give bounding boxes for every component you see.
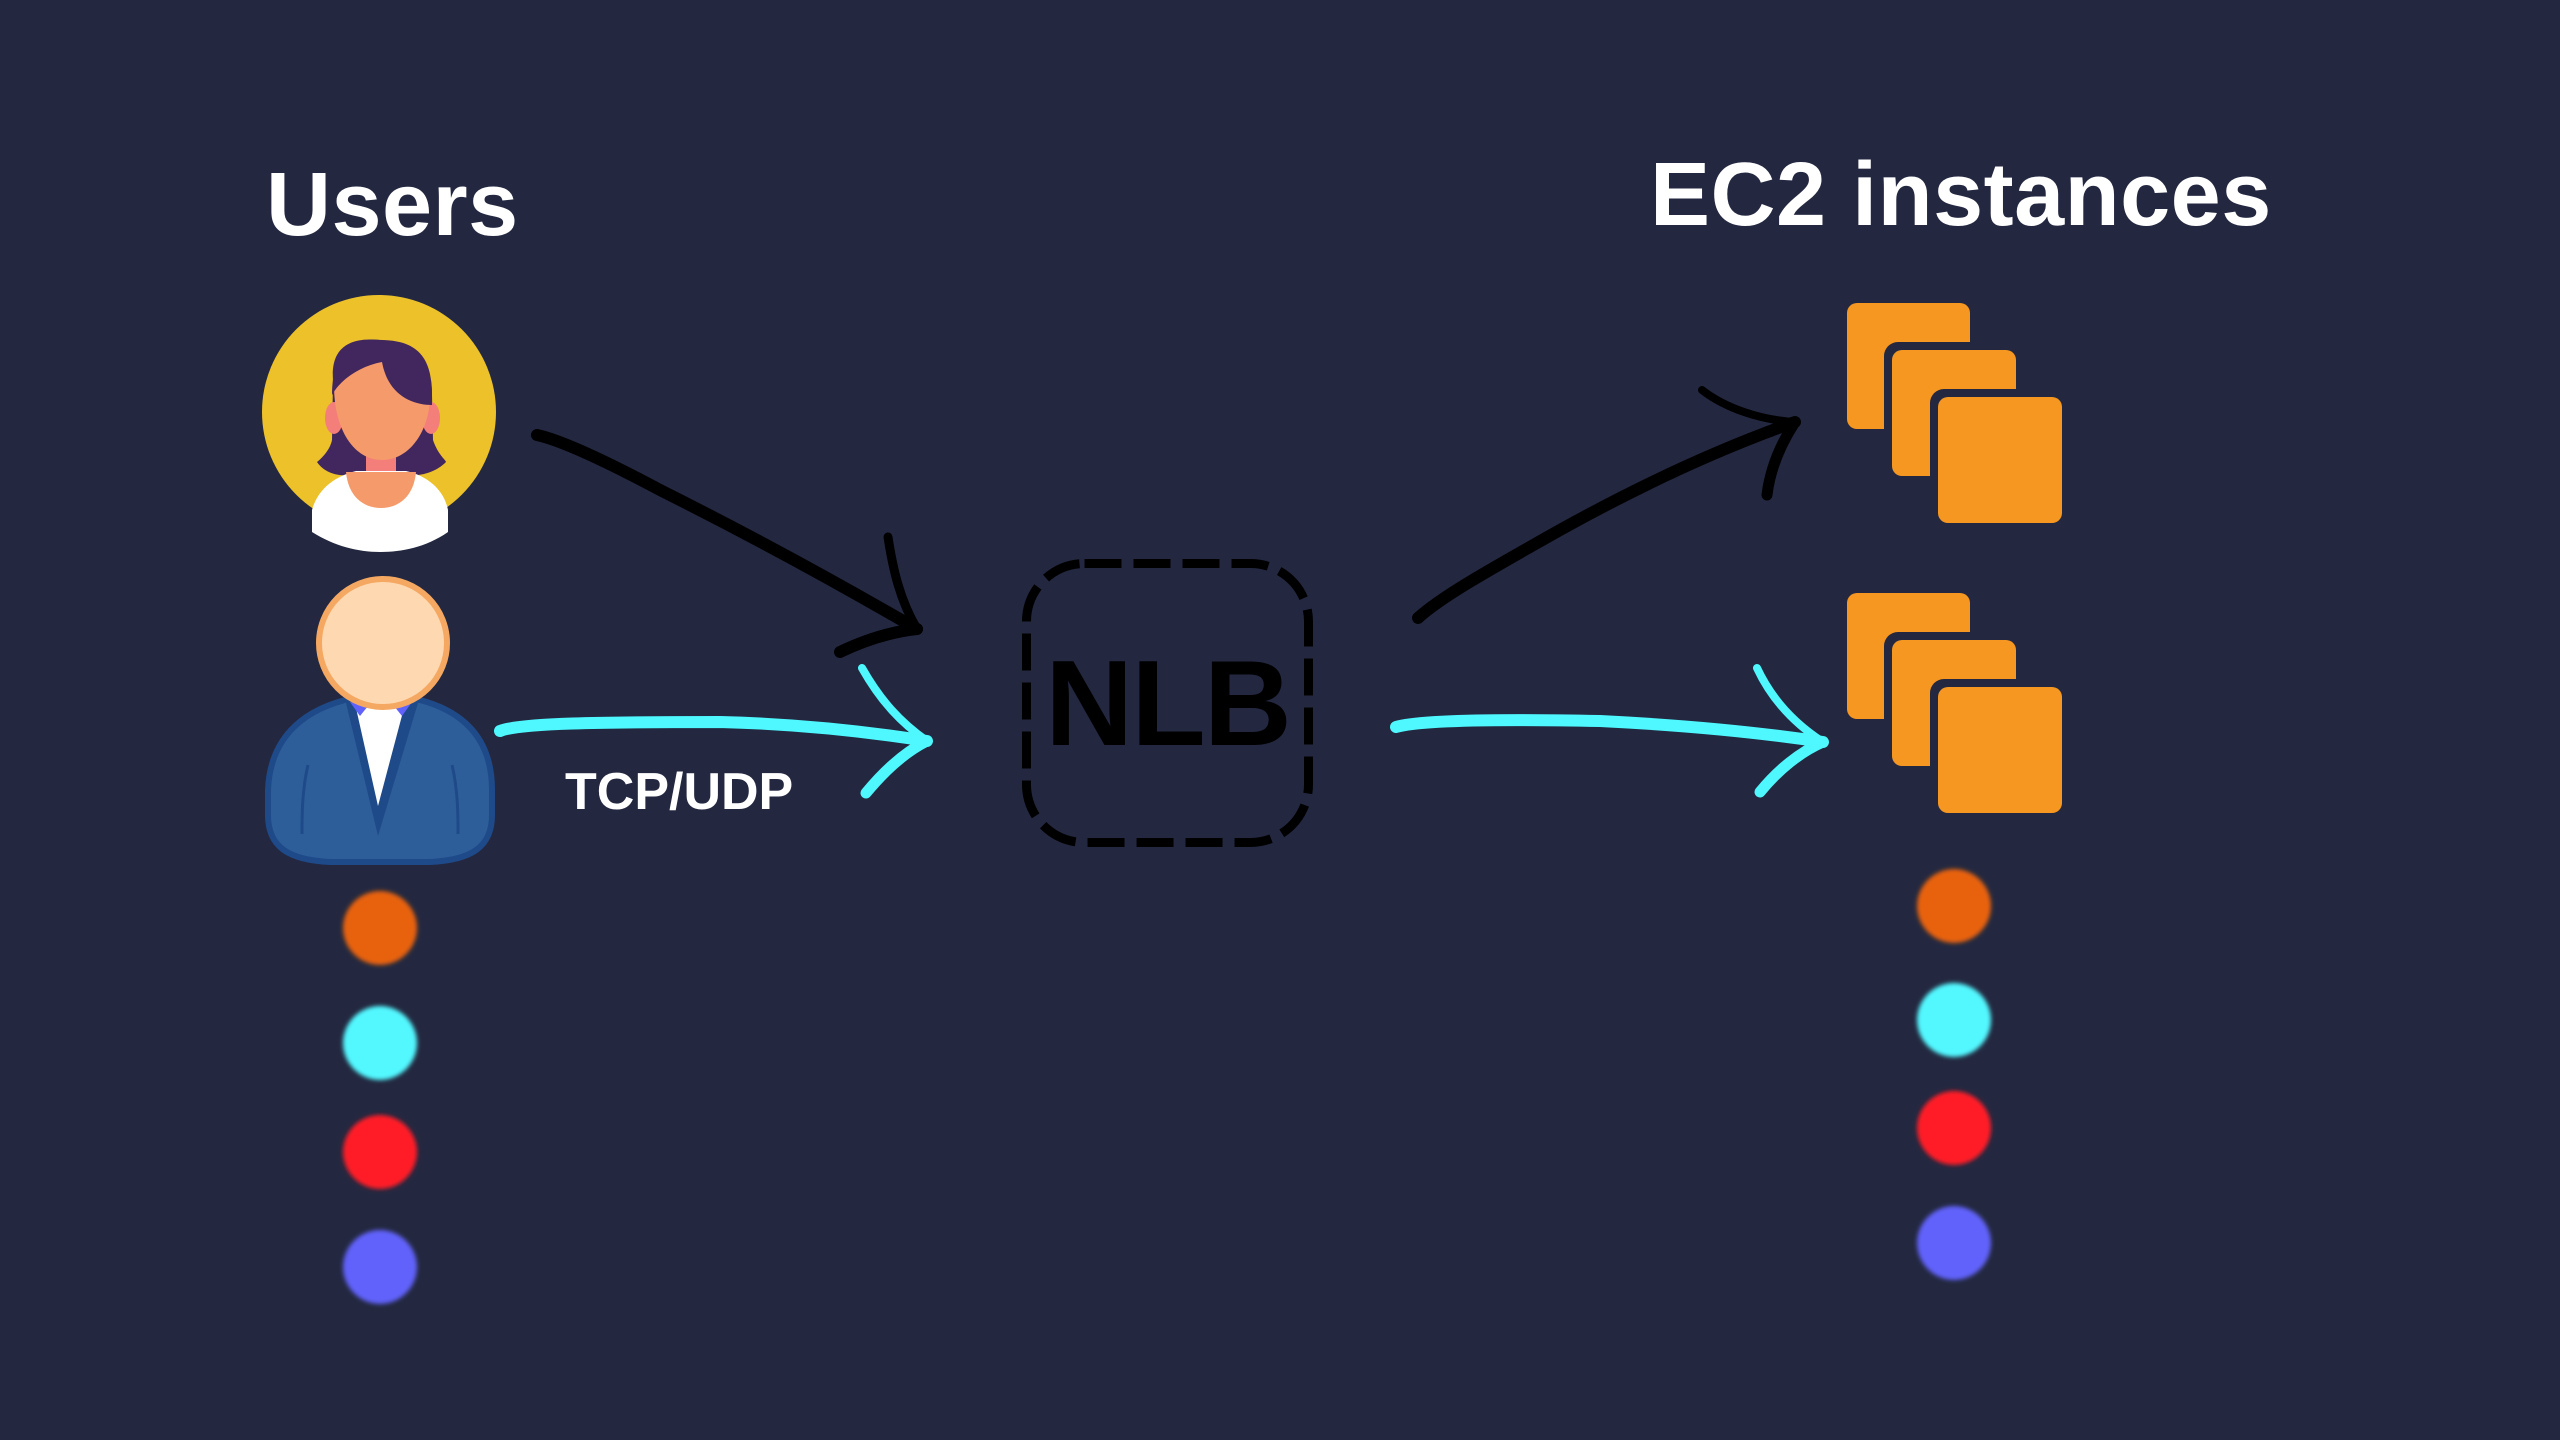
female-user-avatar-icon — [262, 295, 496, 552]
dot-red — [1917, 1091, 1991, 1165]
arrow-nlb-to-ec2-1 — [1412, 386, 1801, 624]
ec2-instances-icon — [1847, 303, 2070, 531]
arrow-user2-to-nlb — [494, 664, 933, 799]
nlb-dashed-border — [1022, 559, 1313, 847]
users-title: Users — [266, 155, 519, 255]
dot-orange — [343, 891, 417, 965]
dot-blue — [343, 1230, 417, 1304]
dot-cyan — [1917, 983, 1991, 1057]
arrow-user1-to-nlb — [531, 429, 923, 658]
ec2-instances-icon — [1847, 593, 2070, 821]
dot-cyan — [343, 1006, 417, 1080]
dot-blue — [1917, 1206, 1991, 1280]
right-color-dots — [1917, 869, 1991, 1280]
male-user-avatar-icon — [265, 576, 495, 865]
dot-orange — [1917, 869, 1991, 943]
arrow-nlb-to-ec2-2 — [1390, 664, 1829, 798]
left-color-dots — [343, 891, 417, 1304]
ec2-instances-title: EC2 instances — [1650, 145, 2272, 245]
protocol-label: TCP/UDP — [565, 763, 794, 821]
dot-red — [343, 1115, 417, 1189]
nlb-label: NLB — [1045, 635, 1292, 771]
